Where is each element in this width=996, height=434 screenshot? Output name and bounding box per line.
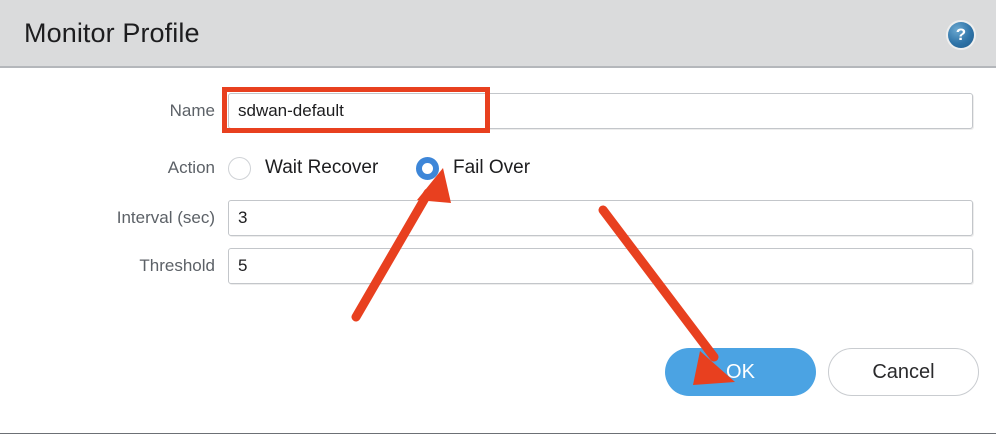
help-icon-glyph: ? (955, 25, 967, 44)
form-row-name: Name (0, 93, 996, 133)
threshold-input[interactable] (228, 248, 973, 284)
radio-label-fail-over: Fail Over (453, 157, 531, 178)
form-row-interval: Interval (sec) (0, 200, 996, 240)
label-name: Name (169, 101, 215, 120)
cancel-button[interactable]: Cancel (828, 348, 979, 396)
radio-option-wait-recover[interactable]: Wait Recover (228, 150, 378, 186)
radio-icon-selected (416, 156, 439, 180)
page-title: Monitor Profile (24, 18, 200, 48)
label-action: Action (167, 158, 215, 177)
name-input[interactable] (228, 93, 973, 129)
radio-label-wait-recover: Wait Recover (265, 157, 379, 178)
radio-option-fail-over[interactable]: Fail Over (416, 150, 530, 186)
form-row-action: Action Wait Recover Fail Over (0, 150, 996, 190)
ok-button[interactable]: OK (665, 348, 816, 396)
form-row-threshold: Threshold (0, 248, 996, 288)
help-question-icon[interactable]: ? (948, 22, 974, 48)
annotation-arrow-to-fail-over (351, 168, 451, 322)
interval-input[interactable] (228, 200, 973, 236)
dialog-header: Monitor Profile ? (0, 0, 996, 68)
radio-icon-unselected (228, 156, 251, 180)
label-interval: Interval (sec) (116, 208, 215, 227)
label-threshold: Threshold (139, 256, 215, 275)
